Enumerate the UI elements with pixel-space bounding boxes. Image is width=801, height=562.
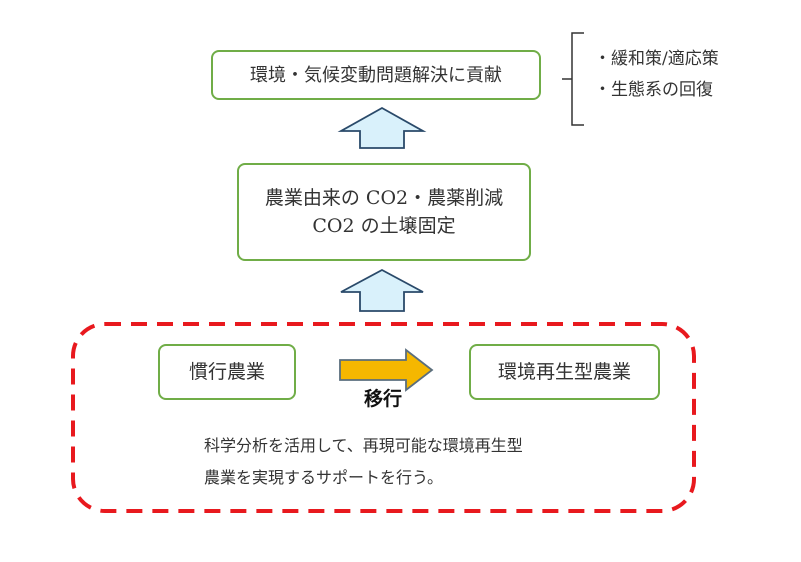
transition-description: 科学分析を活用して、再現可能な環境再生型 農業を実現するサポートを行う。 xyxy=(204,430,523,494)
description-line-1: 科学分析を活用して、再現可能な環境再生型 xyxy=(204,436,523,455)
brace-icon xyxy=(562,32,584,126)
goal-text: 環境・気候変動問題解決に貢献 xyxy=(250,64,502,86)
up-arrow-icon-lower xyxy=(340,268,424,312)
goal-box: 環境・気候変動問題解決に貢献 xyxy=(211,50,541,100)
benefit-item-ecosystem: ・生態系の回復 xyxy=(594,80,713,100)
up-arrow-icon-upper xyxy=(337,106,427,149)
regenerative-farming-label: 環境再生型農業 xyxy=(497,360,631,383)
right-arrow-icon xyxy=(339,348,434,392)
benefit-item-mitigation: ・緩和策/適応策 xyxy=(594,49,719,69)
conventional-farming-box: 慣行農業 xyxy=(158,344,296,400)
benefit-list: ・緩和策/適応策 ・生態系の回復 xyxy=(594,44,719,106)
transition-label: 移行 xyxy=(364,388,403,410)
reduction-line-2: CO2 の土壌固定 xyxy=(312,215,456,237)
reduction-box: 農業由来の CO2・農薬削減 CO2 の土壌固定 xyxy=(237,163,531,261)
regenerative-farming-box: 環境再生型農業 xyxy=(469,344,660,400)
description-line-2: 農業を実現するサポートを行う。 xyxy=(204,468,444,487)
reduction-line-1: 農業由来の CO2・農薬削減 xyxy=(264,186,504,209)
conventional-farming-label: 慣行農業 xyxy=(188,360,265,383)
